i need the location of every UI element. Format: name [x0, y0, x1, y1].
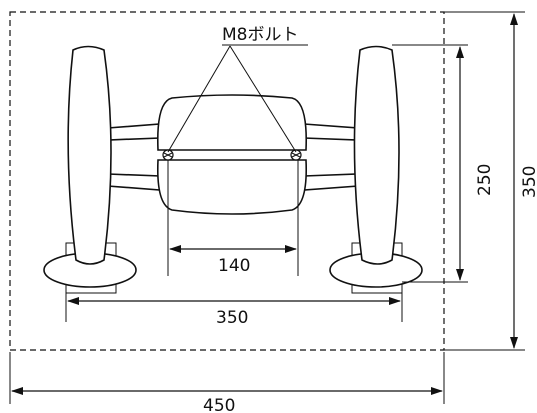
body-lower	[156, 159, 308, 215]
body-upper	[156, 94, 308, 151]
right-leg-shape	[353, 45, 400, 265]
dimension-depth-inner: 250	[392, 44, 495, 283]
dimension-depth-outer: 350	[444, 11, 537, 351]
right-leg	[329, 45, 423, 294]
dimension-450-label: 450	[203, 396, 235, 413]
dimension-140-label: 140	[218, 256, 250, 276]
center-body	[156, 94, 308, 215]
dimension-350-depth-label: 350	[520, 166, 537, 198]
dimension-250-label: 250	[475, 164, 495, 196]
footprint-boundary	[9, 11, 445, 351]
bolt-leader-right	[229, 45, 297, 153]
dimension-feet-width: 350	[65, 290, 403, 328]
dimension-bolt-spacing: 140	[167, 160, 299, 276]
bolt-label: M8ボルト	[222, 25, 298, 45]
bolt-leader-left	[167, 45, 231, 153]
left-leg-shape	[67, 45, 112, 265]
dimension-overall-width: 450	[9, 352, 445, 413]
left-leg	[43, 45, 137, 294]
bolt-right	[290, 149, 302, 161]
dimension-350-width-label: 350	[216, 308, 248, 328]
